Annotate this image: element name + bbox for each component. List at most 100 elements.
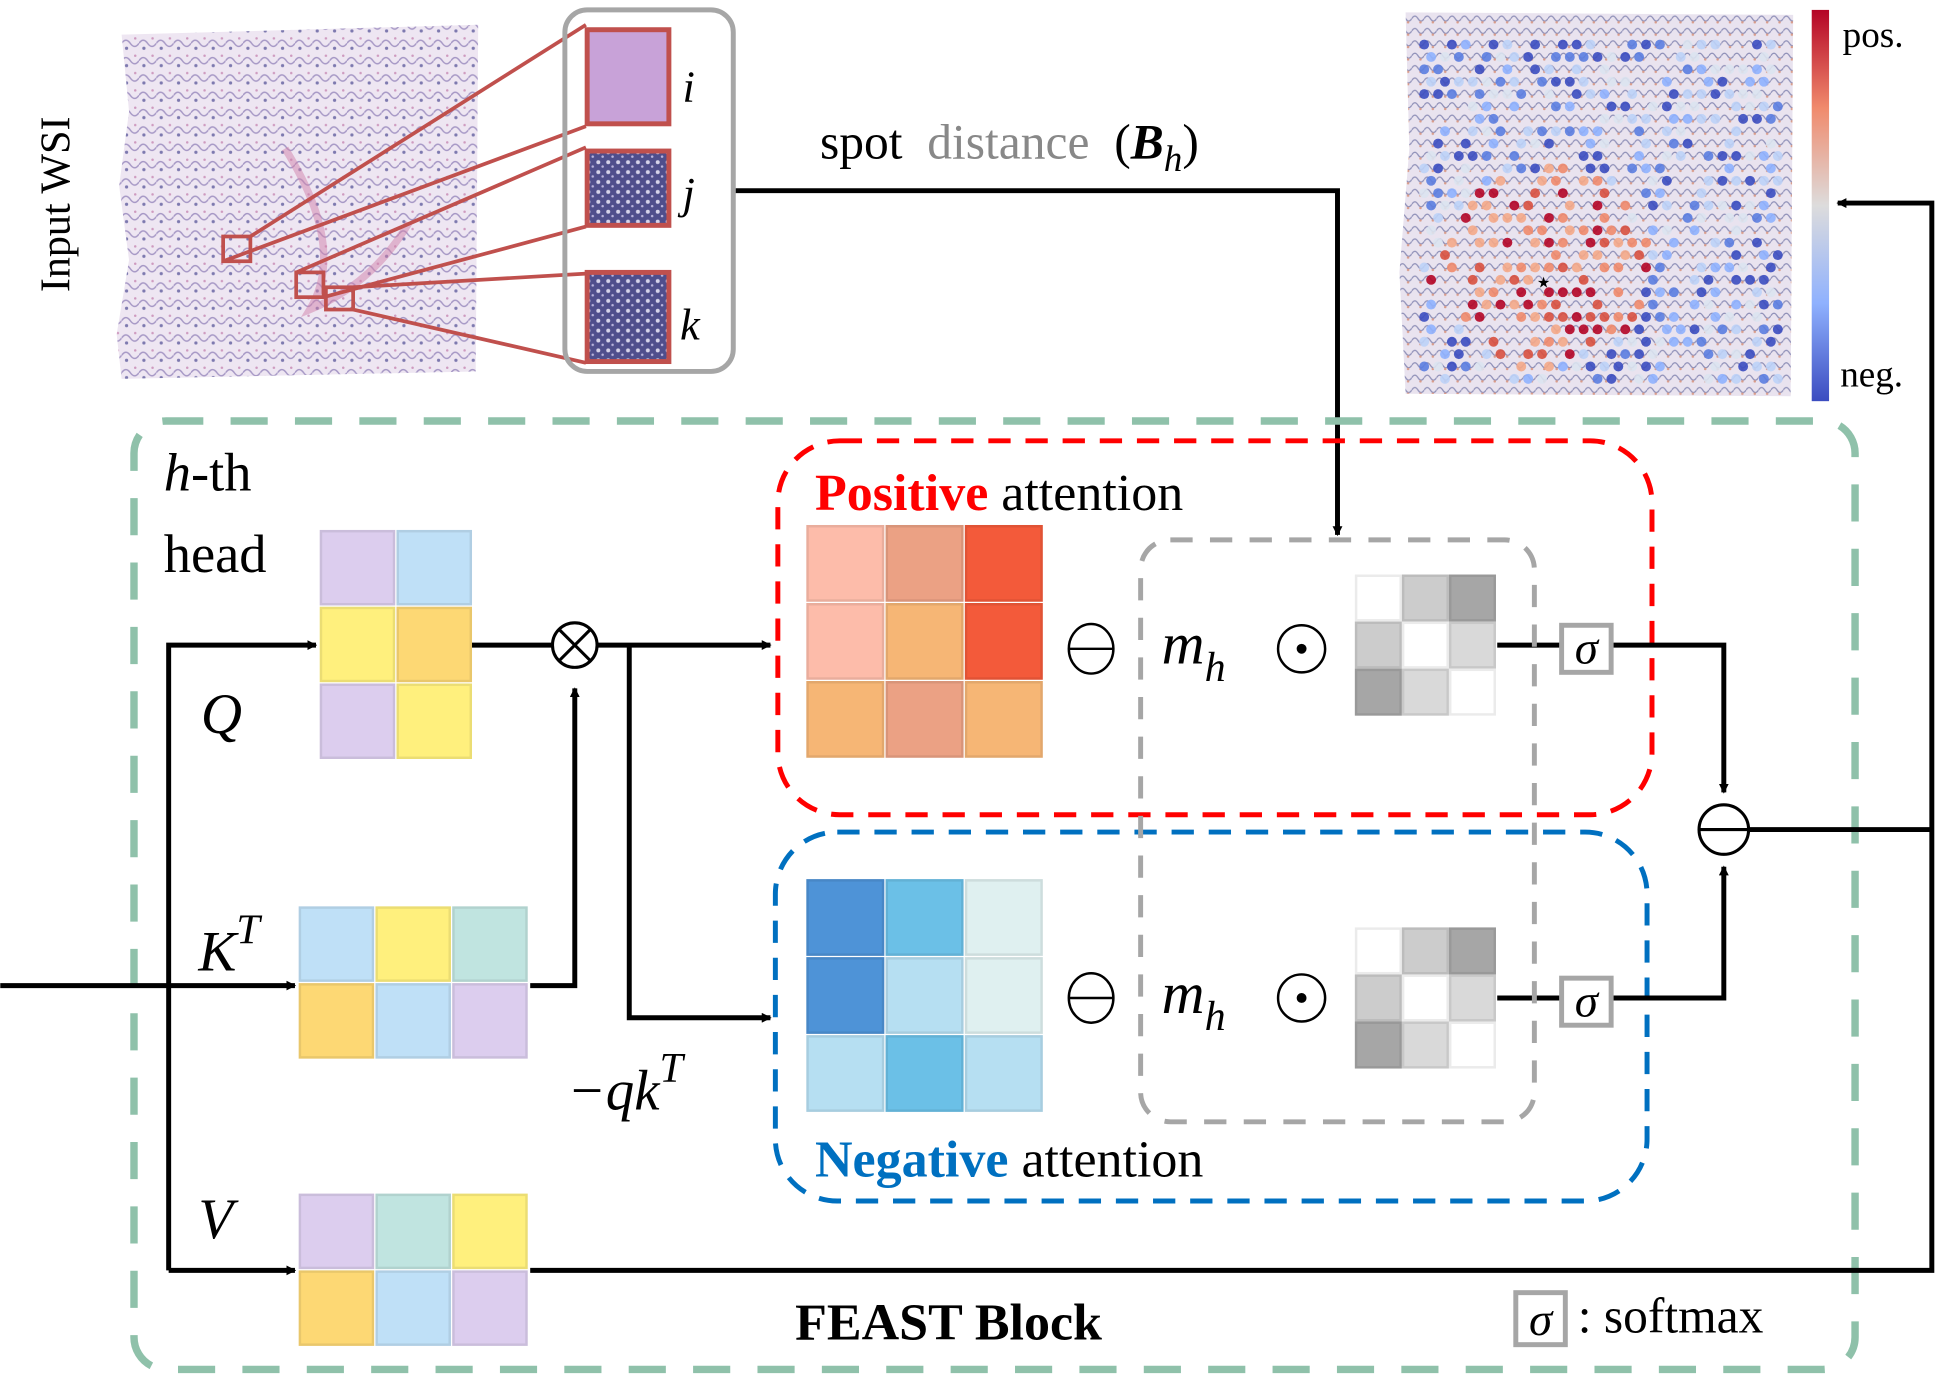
attention-spot bbox=[1620, 349, 1631, 360]
attention-spot bbox=[1474, 287, 1485, 298]
attention-spot bbox=[1550, 175, 1561, 186]
attention-spot bbox=[1703, 76, 1714, 87]
attention-spot bbox=[1523, 52, 1534, 62]
attention-spot bbox=[1724, 212, 1735, 223]
attention-spot bbox=[1717, 175, 1728, 186]
attention-spot bbox=[1634, 324, 1645, 335]
attention-spot bbox=[1495, 52, 1506, 62]
attention-spot bbox=[1530, 39, 1541, 50]
negative-attention-frame bbox=[772, 829, 1650, 1204]
positive-mask-cell bbox=[1401, 668, 1449, 716]
attention-spot bbox=[1682, 39, 1693, 50]
attention-spot bbox=[1724, 89, 1735, 100]
attention-spot bbox=[1599, 262, 1610, 273]
attention-spot bbox=[1758, 76, 1769, 87]
attention-spot bbox=[1731, 151, 1742, 161]
attention-spot bbox=[1530, 237, 1541, 248]
attention-spot bbox=[1460, 163, 1471, 174]
attention-spot bbox=[1696, 89, 1707, 100]
attention-spot bbox=[1467, 225, 1478, 236]
attention-spot bbox=[1772, 373, 1783, 384]
attention-spot bbox=[1627, 39, 1638, 50]
attention-spot bbox=[1648, 299, 1658, 310]
attention-spot bbox=[1530, 262, 1541, 273]
attention-spot bbox=[1634, 299, 1645, 310]
attention-spot bbox=[1752, 212, 1762, 223]
attention-spot bbox=[1627, 336, 1638, 347]
attention-spot bbox=[1544, 237, 1554, 248]
attention-spot bbox=[1772, 299, 1783, 310]
attention-spot bbox=[1550, 250, 1561, 261]
attention-spot bbox=[1765, 361, 1776, 372]
negative-attention-title: Negative attention bbox=[815, 1131, 1203, 1188]
attention-spot bbox=[1731, 101, 1742, 112]
input-wsi-image bbox=[116, 24, 479, 379]
attention-spot bbox=[1564, 349, 1575, 360]
k-matrix-cell bbox=[452, 906, 528, 982]
attention-spot bbox=[1460, 361, 1471, 372]
attention-spot bbox=[1703, 349, 1714, 360]
spot-distance-mask-frame bbox=[1138, 537, 1537, 1125]
attention-spot bbox=[1578, 175, 1589, 186]
attention-spot bbox=[1523, 200, 1534, 211]
attention-spot bbox=[1544, 64, 1554, 75]
attention-spot bbox=[1474, 89, 1485, 100]
attention-spot bbox=[1495, 274, 1506, 285]
head-label: h-th bbox=[164, 441, 252, 502]
attention-spot bbox=[1689, 225, 1700, 236]
attention-spot bbox=[1765, 188, 1776, 199]
attention-spot bbox=[1627, 212, 1638, 223]
attention-spot bbox=[1724, 138, 1735, 149]
attention-spot bbox=[1474, 64, 1485, 75]
attention-spot bbox=[1599, 138, 1610, 149]
attention-spot bbox=[1446, 39, 1457, 50]
attention-spot bbox=[1433, 64, 1443, 75]
negative-score-cell bbox=[964, 1035, 1043, 1112]
attention-spot bbox=[1474, 237, 1485, 248]
attention-spot bbox=[1578, 349, 1589, 360]
attention-spot bbox=[1668, 287, 1679, 298]
attention-spot bbox=[1550, 324, 1561, 335]
v-matrix-cell bbox=[298, 1193, 375, 1270]
attention-spot bbox=[1675, 126, 1686, 137]
attention-spot bbox=[1557, 188, 1568, 199]
attention-spot bbox=[1557, 361, 1568, 372]
attention-spot bbox=[1710, 312, 1721, 322]
attention-spot bbox=[1557, 336, 1568, 347]
attention-spot bbox=[1710, 64, 1721, 75]
positive-mask-cell bbox=[1354, 621, 1402, 669]
attention-spot bbox=[1599, 89, 1610, 100]
zoom-connectors bbox=[221, 23, 587, 365]
attention-spots bbox=[1419, 39, 1783, 384]
attention-spot bbox=[1668, 138, 1679, 149]
attention-spot bbox=[1481, 101, 1492, 112]
positive-mask-cell bbox=[1448, 621, 1496, 669]
attention-spot bbox=[1585, 312, 1596, 322]
attention-spot bbox=[1453, 349, 1464, 360]
attention-spot bbox=[1446, 361, 1457, 372]
combine-subtract-icon bbox=[1697, 803, 1751, 856]
attention-spot bbox=[1474, 312, 1485, 322]
attention-spot bbox=[1571, 361, 1582, 372]
attention-spot bbox=[1675, 52, 1686, 62]
attention-spot bbox=[1772, 324, 1783, 335]
attention-spot bbox=[1696, 64, 1707, 75]
attention-spot bbox=[1440, 126, 1450, 137]
attention-spot bbox=[1703, 373, 1714, 384]
positive-score-cell bbox=[964, 602, 1043, 680]
attention-spot bbox=[1731, 373, 1742, 384]
attention-spot bbox=[1620, 250, 1631, 261]
attention-spot bbox=[1696, 39, 1707, 50]
attention-spot bbox=[1641, 39, 1652, 50]
attention-spot bbox=[1613, 262, 1624, 273]
attention-spot bbox=[1675, 324, 1686, 335]
attention-spot bbox=[1544, 89, 1554, 100]
attention-spot bbox=[1738, 361, 1749, 372]
attention-spot bbox=[1682, 113, 1693, 124]
q-matrix-cell bbox=[319, 529, 396, 606]
attention-spot bbox=[1585, 163, 1596, 174]
attention-spot bbox=[1509, 200, 1520, 211]
attention-spot bbox=[1516, 361, 1527, 372]
attention-spot bbox=[1710, 89, 1721, 100]
attention-spot bbox=[1641, 113, 1652, 124]
